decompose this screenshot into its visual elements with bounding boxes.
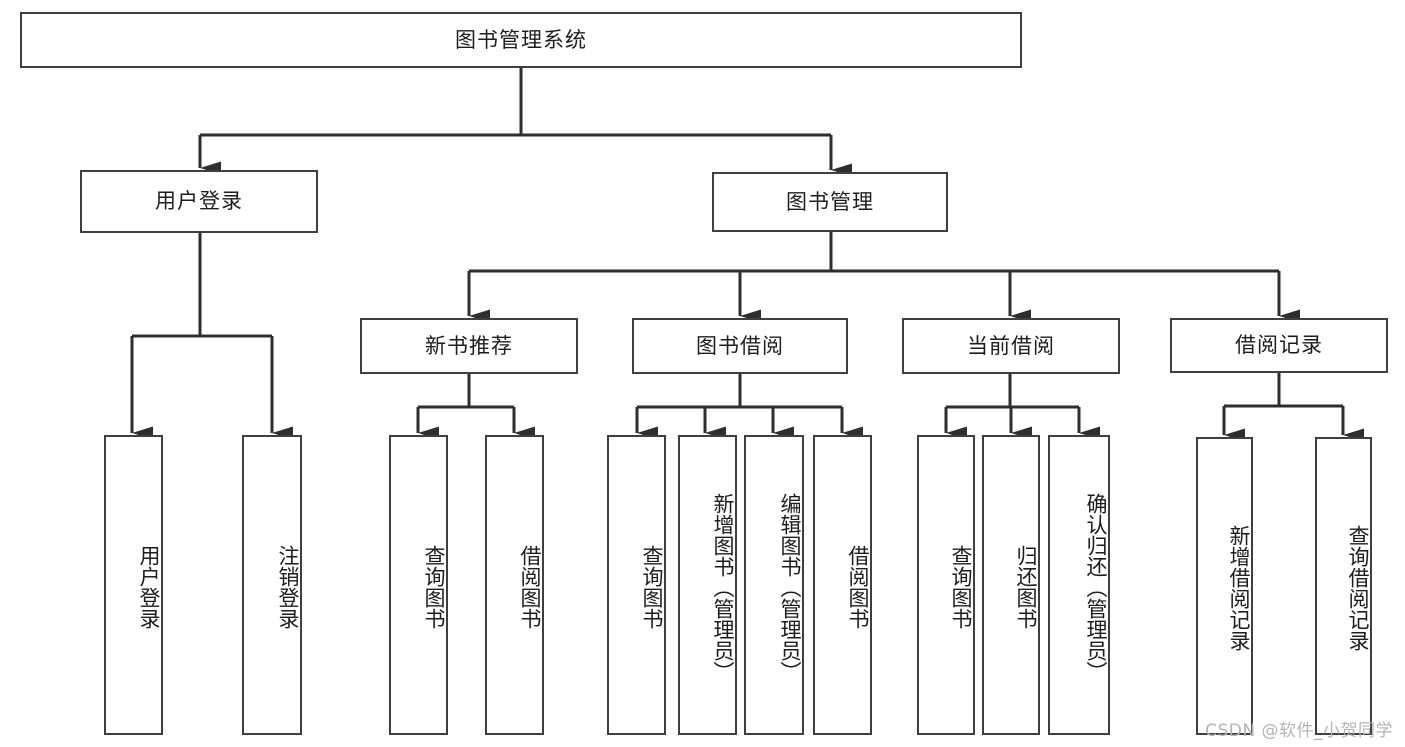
node-borrow-record[interactable]: 借阅记录 [1170, 318, 1388, 373]
node-label: 借阅图书 [846, 545, 870, 629]
watermark: CSDN @软件_小贺同学 [1205, 721, 1393, 741]
node-leaf-recommend-borrow-book[interactable]: 借阅图书 [485, 435, 544, 735]
node-user-login[interactable]: 用户登录 [80, 170, 318, 233]
node-book-borrow[interactable]: 图书借阅 [632, 318, 848, 374]
node-label: 借阅记录 [1235, 333, 1323, 357]
node-leaf-borrow-borrow-book[interactable]: 借阅图书 [813, 435, 872, 735]
node-label: 图书管理系统 [455, 27, 587, 52]
node-label: 归还图书 [1014, 545, 1038, 629]
node-label: 图书管理 [786, 189, 874, 214]
node-label: 新书推荐 [425, 333, 513, 358]
node-leaf-current-return-book[interactable]: 归还图书 [982, 435, 1040, 735]
node-leaf-current-confirm-return[interactable]: 确认归还（管理员） [1048, 435, 1110, 735]
node-label: 查询图书 [949, 545, 973, 629]
node-label: 注销登录 [276, 545, 300, 629]
node-label: 确认归还（管理员） [1084, 492, 1108, 682]
node-label: 图书借阅 [696, 333, 784, 358]
node-label: 查询图书 [422, 545, 446, 629]
node-label: 借阅图书 [518, 545, 542, 629]
node-leaf-borrow-query-book[interactable]: 查询图书 [607, 435, 666, 735]
node-leaf-recommend-query-book[interactable]: 查询图书 [389, 435, 448, 735]
node-root-system[interactable]: 图书管理系统 [20, 12, 1022, 68]
node-leaf-borrow-edit-book[interactable]: 编辑图书（管理员） [744, 435, 804, 735]
node-leaf-user-login[interactable]: 用户登录 [104, 435, 163, 735]
node-book-management[interactable]: 图书管理 [712, 172, 948, 232]
node-leaf-record-query[interactable]: 查询借阅记录 [1315, 437, 1372, 735]
node-leaf-record-add[interactable]: 新增借阅记录 [1196, 437, 1253, 735]
node-current-borrow[interactable]: 当前借阅 [902, 318, 1120, 374]
node-label: 用户登录 [137, 545, 161, 629]
node-leaf-logout[interactable]: 注销登录 [242, 435, 302, 735]
node-label: 查询图书 [640, 545, 664, 629]
node-new-book-recommend[interactable]: 新书推荐 [360, 318, 578, 374]
node-label: 查询借阅记录 [1346, 525, 1370, 651]
node-label: 用户登录 [155, 189, 243, 213]
node-leaf-current-query-book[interactable]: 查询图书 [917, 435, 975, 735]
node-label: 当前借阅 [967, 333, 1055, 358]
node-leaf-borrow-add-book[interactable]: 新增图书（管理员） [678, 435, 737, 735]
node-label: 编辑图书（管理员） [778, 492, 802, 682]
node-label: 新增图书（管理员） [711, 492, 735, 682]
node-label: 新增借阅记录 [1227, 525, 1251, 651]
